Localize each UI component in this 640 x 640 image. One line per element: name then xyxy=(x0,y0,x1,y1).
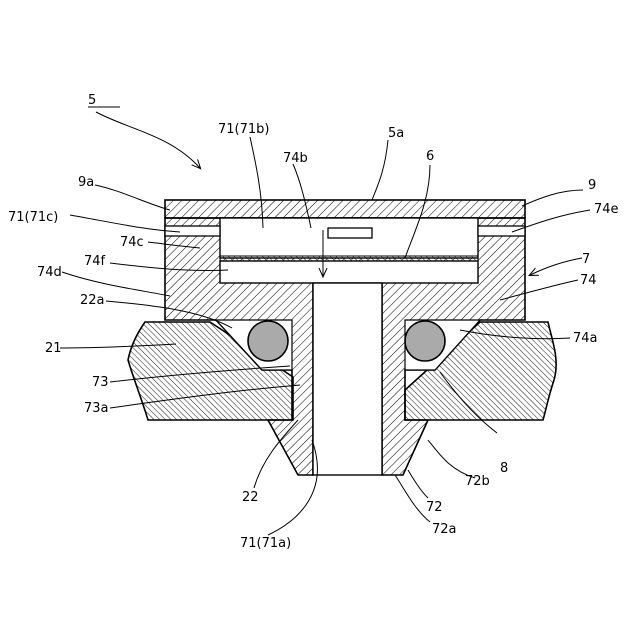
left-vent xyxy=(165,226,220,236)
membrane xyxy=(220,256,478,261)
label-73a: 73a xyxy=(84,401,109,416)
label-22a: 22a xyxy=(80,293,105,308)
label-9: 9 xyxy=(588,178,596,193)
slot xyxy=(328,228,372,238)
label-5: 5 xyxy=(88,93,96,108)
o-ring-left xyxy=(248,321,288,361)
lower-chamber xyxy=(220,261,478,283)
label-74b: 74b xyxy=(283,151,308,166)
label-72a: 72a xyxy=(432,522,457,537)
label-9a: 9a xyxy=(78,175,94,190)
label-21: 21 xyxy=(45,341,62,356)
label-73: 73 xyxy=(92,375,109,390)
label-8: 8 xyxy=(500,461,508,476)
right-vent xyxy=(478,226,525,236)
lid-plate xyxy=(165,200,525,218)
label-7: 7 xyxy=(582,252,590,267)
label-22: 22 xyxy=(242,490,259,505)
label-71c: 71(71c) xyxy=(8,210,58,225)
label-5a: 5a xyxy=(388,126,404,141)
o-ring-right xyxy=(405,321,445,361)
label-74: 74 xyxy=(580,273,597,288)
label-72: 72 xyxy=(426,500,443,515)
label-74a: 74a xyxy=(573,331,598,346)
label-74f: 74f xyxy=(84,254,106,269)
label-6: 6 xyxy=(426,149,434,164)
label-71a: 71(71a) xyxy=(240,536,291,551)
label-71b: 71(71b) xyxy=(218,122,269,137)
label-74e: 74e xyxy=(594,202,619,217)
central-channel xyxy=(313,283,382,475)
label-72b: 72b xyxy=(465,474,490,489)
label-74c: 74c xyxy=(120,235,144,250)
label-74d: 74d xyxy=(37,265,62,280)
